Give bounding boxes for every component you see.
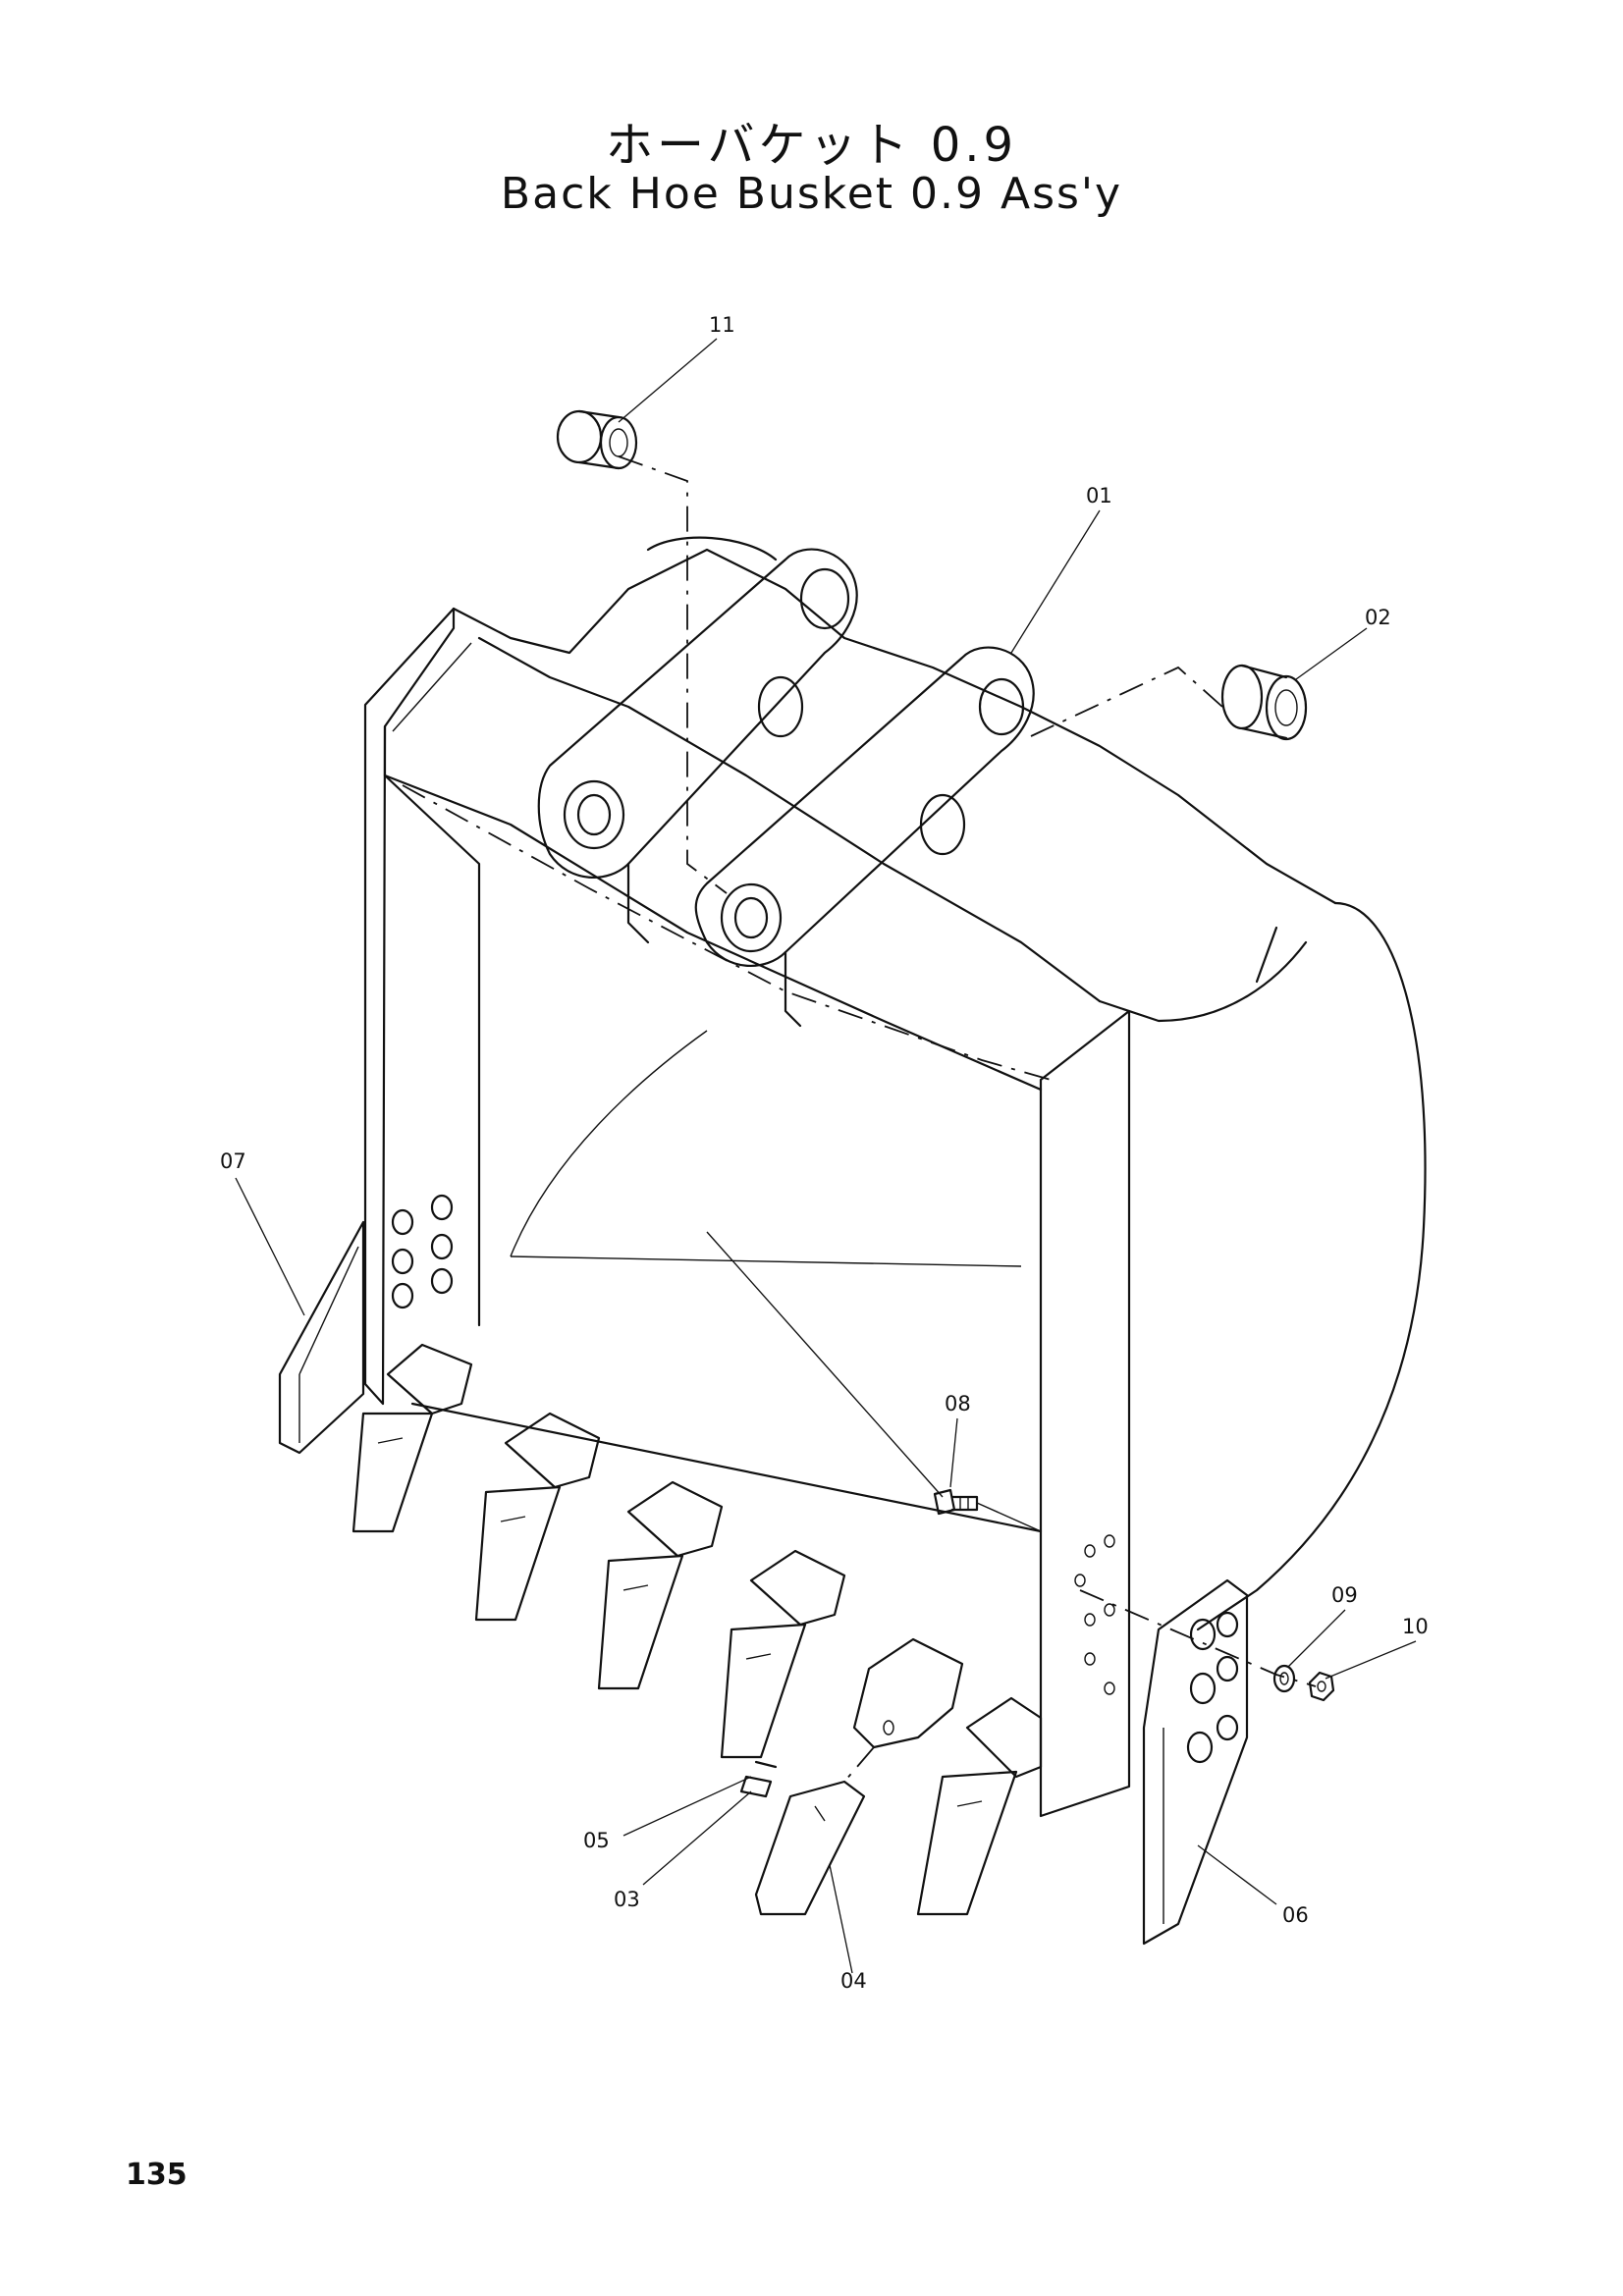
callout-08: 08 xyxy=(945,1392,971,1415)
side-cutter-bolt-holes-left xyxy=(391,1194,454,1309)
tooth-point-04 xyxy=(754,1780,866,1916)
assembly-center-lines xyxy=(618,455,1317,1783)
callout-02: 02 xyxy=(1365,606,1391,629)
page-title-japanese: ホーバケット 0.9 xyxy=(605,118,1018,173)
side-cutter-06 xyxy=(1142,1578,1249,1946)
lock-05 xyxy=(754,1760,778,1769)
tooth-2 xyxy=(474,1412,601,1622)
callout-07: 07 xyxy=(220,1149,246,1173)
callout-09: 09 xyxy=(1331,1583,1358,1607)
callout-04: 04 xyxy=(840,1969,867,1993)
page-title-english: Back Hoe Busket 0.9 Ass'y xyxy=(500,169,1123,219)
side-cutter-07 xyxy=(278,1220,365,1455)
nut-10 xyxy=(1308,1671,1335,1702)
callout-05: 05 xyxy=(583,1829,610,1852)
bucket-teeth xyxy=(352,1343,1043,1916)
bucket-body xyxy=(363,548,1427,1818)
callout-06: 06 xyxy=(1282,1903,1309,1927)
tooth-3 xyxy=(597,1480,724,1690)
callout-leaders xyxy=(235,338,1417,1974)
page-number: 135 xyxy=(126,2158,188,2192)
tooth-pin-03 xyxy=(739,1775,773,1798)
callout-11: 11 xyxy=(709,313,735,337)
tooth-6 xyxy=(916,1696,1043,1916)
bushing-02 xyxy=(1220,664,1308,741)
washer-09 xyxy=(1272,1664,1296,1693)
callout-10: 10 xyxy=(1402,1615,1429,1638)
tooth-4 xyxy=(720,1549,846,1759)
bushing-11 xyxy=(556,409,638,470)
callout-labels: 01 02 03 04 05 06 07 08 09 10 11 xyxy=(220,313,1429,1993)
mounting-brackets xyxy=(537,536,1035,1028)
tooth-5-exploded-adapter xyxy=(852,1637,964,1749)
callout-01: 01 xyxy=(1086,484,1112,507)
callout-03: 03 xyxy=(614,1888,640,1911)
side-cutter-bolt-holes-right xyxy=(1074,1534,1115,1695)
tooth-1 xyxy=(352,1343,473,1533)
